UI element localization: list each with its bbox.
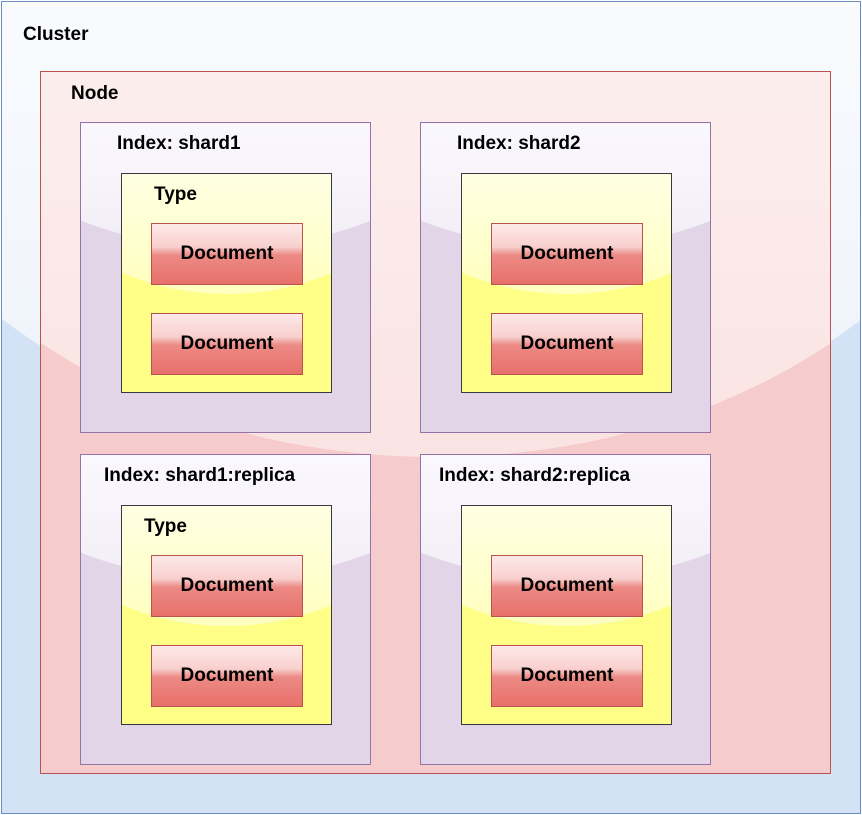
type-label: Type bbox=[144, 516, 187, 537]
index-label: Index: shard1 bbox=[117, 133, 241, 154]
document-block: Document bbox=[151, 555, 303, 617]
index-shard1: Index: shard1 Type Document Document bbox=[80, 122, 371, 433]
type-container: Type Document Document bbox=[121, 505, 332, 725]
document-label: Document bbox=[520, 575, 614, 596]
document-label: Document bbox=[180, 665, 274, 686]
document-label: Document bbox=[180, 243, 274, 264]
index-label: Index: shard2:replica bbox=[439, 465, 631, 486]
index-shard1-replica: Index: shard1:replica Type Document Docu… bbox=[80, 454, 371, 765]
type-container: Type Document Document bbox=[121, 173, 332, 393]
type-container: Document Document bbox=[461, 173, 672, 393]
document-label: Document bbox=[520, 243, 614, 264]
index-shard2: Index: shard2 Document Document bbox=[420, 122, 711, 433]
document-block: Document bbox=[151, 223, 303, 285]
document-block: Document bbox=[151, 645, 303, 707]
document-block: Document bbox=[491, 313, 643, 375]
document-label: Document bbox=[180, 333, 274, 354]
document-label: Document bbox=[520, 333, 614, 354]
document-block: Document bbox=[491, 645, 643, 707]
node-label: Node bbox=[71, 83, 119, 104]
index-label: Index: shard1:replica bbox=[104, 465, 296, 486]
document-label: Document bbox=[180, 575, 274, 596]
index-label: Index: shard2 bbox=[457, 133, 581, 154]
document-block: Document bbox=[151, 313, 303, 375]
document-block: Document bbox=[491, 223, 643, 285]
type-container: Document Document bbox=[461, 505, 672, 725]
document-block: Document bbox=[491, 555, 643, 617]
cluster-label: Cluster bbox=[23, 24, 89, 45]
type-label: Type bbox=[154, 184, 197, 205]
document-label: Document bbox=[520, 665, 614, 686]
index-shard2-replica: Index: shard2:replica Document Document bbox=[420, 454, 711, 765]
